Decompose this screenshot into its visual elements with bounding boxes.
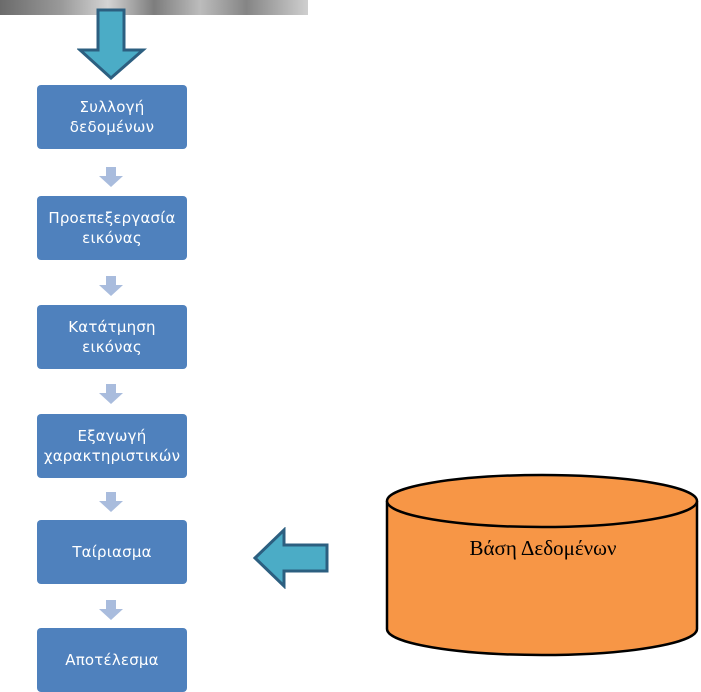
database-cylinder-icon — [385, 473, 699, 657]
step-feature-extraction: Εξαγωγή χαρακτηριστικών — [37, 414, 187, 478]
step-segmentation: Κατάτμηση εικόνας — [37, 305, 187, 369]
down-arrow-icon — [77, 8, 147, 80]
step-label-line2: χαρακτηριστικών — [43, 447, 181, 465]
input-image-strip — [0, 0, 308, 15]
down-arrow-icon — [99, 492, 123, 512]
step-label-line1: Ταίριασμα — [72, 543, 152, 561]
step-label-line1: Συλλογή — [79, 98, 145, 116]
step-result: Αποτέλεσμα — [37, 628, 187, 692]
left-arrow-icon — [252, 527, 329, 589]
step-label-line2: εικόνας — [82, 229, 142, 247]
step-label-line1: Αποτέλεσμα — [65, 651, 159, 669]
step-label-line2: εικόνας — [82, 338, 142, 356]
database-label: Βάση Δεδομένων — [469, 536, 617, 560]
step-label-line1: Προεπεξεργασία — [48, 209, 176, 227]
down-arrow-icon — [99, 600, 123, 620]
down-arrow-icon — [99, 167, 123, 187]
down-arrow-icon — [99, 276, 123, 296]
step-label-line1: Εξαγωγή — [77, 427, 147, 445]
step-matching: Ταίριασμα — [37, 520, 187, 584]
step-label-line1: Κατάτμηση — [68, 318, 156, 336]
step-label-line2: δεδομένων — [69, 118, 155, 136]
down-arrow-icon — [99, 384, 123, 404]
step-preprocessing: Προεπεξεργασία εικόνας — [37, 196, 187, 260]
step-data-collection: Συλλογή δεδομένων — [37, 85, 187, 149]
